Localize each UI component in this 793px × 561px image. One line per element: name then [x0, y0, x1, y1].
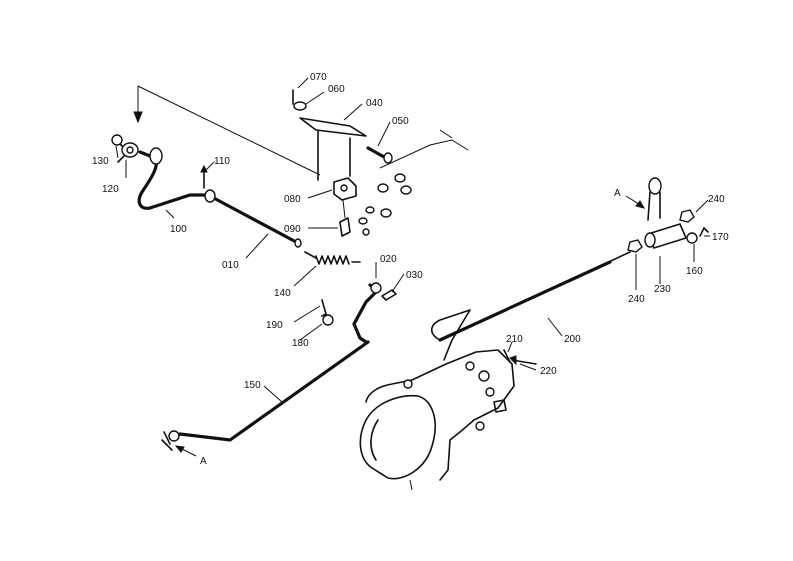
- label-040: 040: [366, 98, 383, 109]
- transmission-housing: [359, 349, 515, 491]
- label-130: 130: [92, 156, 109, 167]
- pedal-plate-040: [299, 117, 367, 137]
- washer-060: [293, 101, 307, 111]
- crank-arm-100: [137, 150, 212, 210]
- rod-150-end: [168, 430, 180, 442]
- pin-190: [321, 299, 327, 317]
- leader-lines: [115, 77, 710, 403]
- pin-220-head: [509, 355, 517, 366]
- label-160: 160: [686, 266, 703, 277]
- fitting-090: [339, 199, 351, 237]
- ref-arrowhead-a2: [635, 200, 646, 209]
- clip-030: [381, 289, 397, 301]
- label-ref-a1: A: [200, 456, 207, 467]
- crank-boss-100: [149, 147, 163, 165]
- label-060: 060: [328, 84, 345, 95]
- label-ref-a2: A: [614, 188, 621, 199]
- rod-150: [178, 340, 370, 442]
- ref-arrowhead-a1: [174, 445, 185, 453]
- label-200: 200: [564, 334, 581, 345]
- reference-line: [137, 85, 321, 176]
- shaft-200-loop: [430, 309, 471, 361]
- pin-170: [699, 227, 709, 237]
- label-120: 120: [102, 184, 119, 195]
- shaft-010-start: [204, 189, 216, 203]
- lever-020: [352, 282, 382, 344]
- pedal-plate-040-rib: [317, 129, 351, 181]
- label-140: 140: [274, 288, 291, 299]
- label-080: 080: [284, 194, 301, 205]
- label-030: 030: [406, 270, 423, 281]
- label-100: 100: [170, 224, 187, 235]
- shaft-010: [208, 194, 300, 245]
- pin-210: [503, 349, 511, 363]
- nut-240-lower: [627, 239, 643, 253]
- rod-050: [366, 146, 388, 160]
- label-150: 150: [244, 380, 261, 391]
- label-170: 170: [712, 232, 729, 243]
- washer-130: [111, 134, 123, 146]
- label-110: 110: [214, 156, 230, 167]
- label-240-upper: 240: [708, 194, 725, 205]
- shaft-200-thread: [599, 251, 631, 267]
- label-050: 050: [392, 116, 409, 127]
- label-010: 010: [222, 260, 239, 271]
- shaft-010-end: [294, 238, 302, 248]
- clevis-230: [644, 223, 687, 249]
- label-070: 070: [310, 72, 327, 83]
- upper-clevis-a: [647, 177, 662, 221]
- rod-050-end: [383, 152, 393, 164]
- label-190: 190: [266, 320, 283, 331]
- label-210: 210: [506, 334, 523, 345]
- label-180: 180: [292, 338, 309, 349]
- pin-110: [200, 164, 208, 189]
- casing-outline: [379, 129, 469, 169]
- spring-140: [304, 251, 361, 265]
- washer-180: [322, 314, 334, 326]
- bracket-080: [333, 177, 357, 201]
- reference-arrowhead: [133, 111, 143, 124]
- shaft-200: [438, 260, 612, 342]
- washer-160: [686, 232, 698, 244]
- bolt-set: [358, 173, 412, 236]
- nut-240-upper: [679, 209, 695, 223]
- label-090: 090: [284, 224, 301, 235]
- label-020: 020: [380, 254, 397, 265]
- label-230: 230: [654, 284, 671, 295]
- rod-150-fork: [161, 431, 173, 451]
- label-220: 220: [540, 366, 557, 377]
- label-240-lower: 240: [628, 294, 645, 305]
